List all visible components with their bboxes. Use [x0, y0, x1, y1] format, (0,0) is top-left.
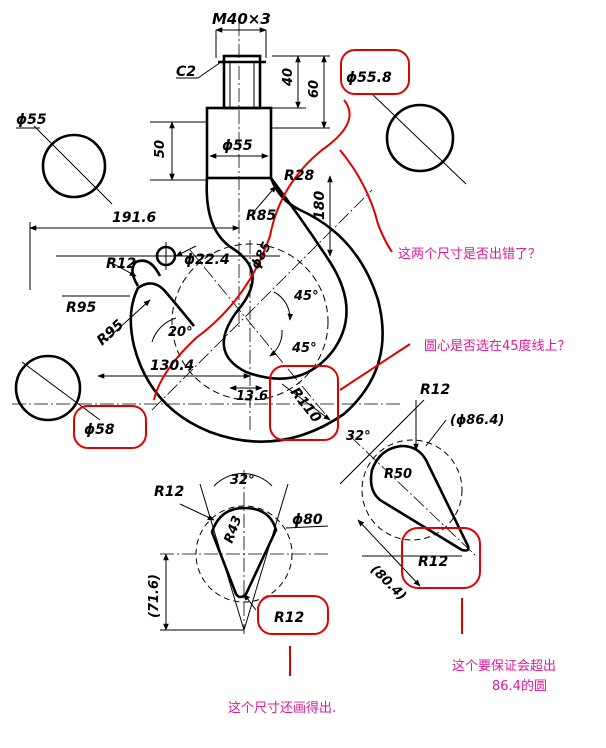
- markup-circle-phi558: [340, 49, 410, 95]
- dim-191-6: 191.6: [112, 210, 157, 226]
- radius-r28: R28: [284, 168, 315, 184]
- markup-circle-phi58: [73, 405, 147, 449]
- thread-spec: M40×3: [212, 10, 271, 28]
- sec1-angle-32: 32°: [230, 473, 255, 488]
- red-markup: [73, 49, 481, 676]
- section-b: [339, 399, 477, 587]
- markup-circle-r12-right: [401, 527, 481, 589]
- dim-180: 180: [312, 191, 328, 220]
- angle-45-a: 45°: [293, 289, 319, 304]
- sec1-r12-top: R12: [154, 484, 184, 500]
- annotation-notes: 这两个尺寸是否出错了？ 圆心是否选在45度线上？ 这个要保证会超出 86.4的圆…: [228, 246, 571, 716]
- sec1-r12-bottom: R12: [274, 610, 304, 626]
- section-circle-phi558: [371, 93, 467, 185]
- sec1-r43: R43: [222, 514, 246, 546]
- hook-body: [12, 175, 400, 443]
- sec2-r50: R50: [384, 467, 412, 482]
- angle-20: 20°: [168, 325, 193, 340]
- note-center-45: 圆心是否选在45度线上？: [424, 338, 571, 354]
- shank: [150, 22, 330, 330]
- dim-40: 40: [281, 68, 296, 87]
- dia-22-4: ϕ22.4: [184, 252, 230, 268]
- section-a: [160, 470, 330, 634]
- section-circle-phi58: [14, 354, 101, 422]
- dim-130-4: 130.4: [150, 358, 194, 374]
- sec1-dim-71-6: (71.6): [147, 574, 162, 618]
- dim-13-6: 13.6: [236, 389, 268, 404]
- dia-55-section: ϕ55: [16, 112, 47, 128]
- radius-r12-tip: R12: [106, 256, 136, 272]
- sec2-r12-bottom: R12: [418, 554, 448, 570]
- radius-r110: R110: [287, 385, 324, 427]
- sec1-dia-80: ϕ80: [292, 512, 323, 528]
- dia-55-8: ϕ55.8: [346, 70, 392, 86]
- angle-45-b: 45°: [291, 341, 317, 356]
- note-must-exceed-line2: 86.4的圆: [492, 678, 547, 694]
- dia-58: ϕ58: [84, 422, 115, 438]
- radius-r95-b: R95: [94, 317, 127, 349]
- note-dims-wrong: 这两个尺寸是否出错了？: [398, 246, 541, 262]
- markup-circle-r12-bottom: [257, 595, 329, 635]
- section-circle-phi55: [16, 125, 113, 205]
- note-can-draw: 这个尺寸还画得出.: [228, 700, 336, 716]
- dim-50: 50: [153, 140, 168, 158]
- chamfer-label: C2: [176, 64, 196, 80]
- dim-60: 60: [307, 80, 322, 98]
- radius-r85-a: R85: [246, 208, 277, 224]
- angle-32-main: 32°: [346, 429, 371, 444]
- note-must-exceed-line1: 这个要保证会超出: [452, 658, 556, 674]
- sec2-r12-top: R12: [420, 382, 450, 398]
- dia-55-shank: ϕ55: [222, 138, 253, 154]
- markup-circle-r110: [269, 365, 339, 441]
- radius-r95-a: R95: [66, 300, 97, 316]
- sec2-dia-86-4: (ϕ86.4): [450, 413, 504, 428]
